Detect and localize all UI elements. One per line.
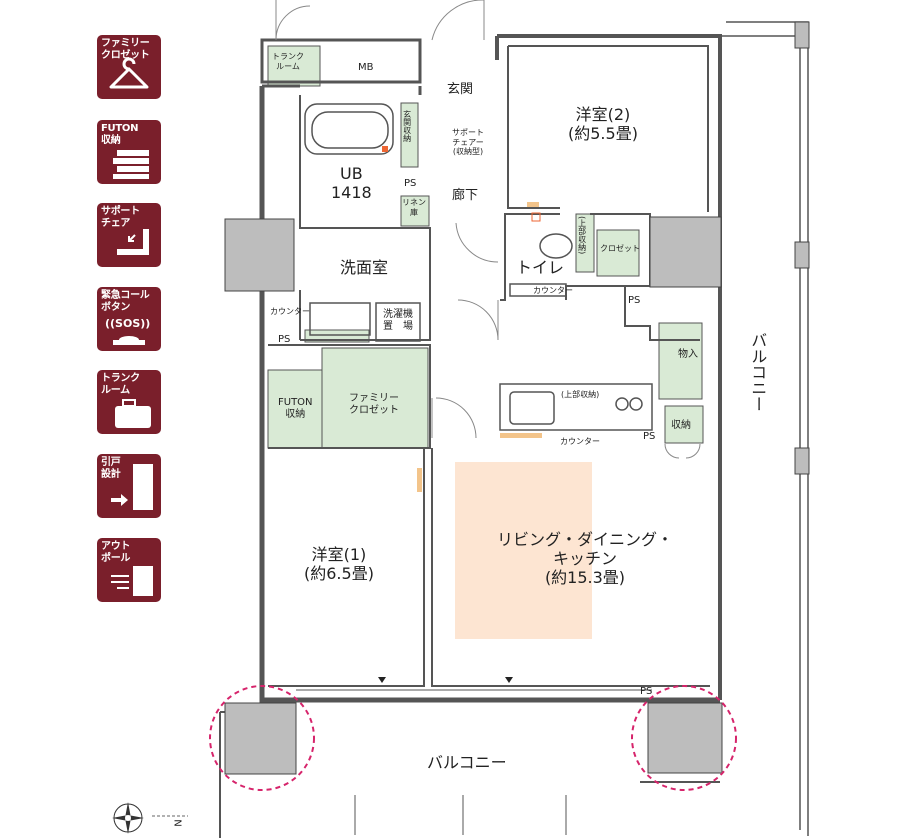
ps-label-wash: PS: [278, 334, 291, 345]
legend-sos: 緊急コール ボタン ((SOS)): [97, 287, 161, 351]
stove-burner: [615, 397, 629, 411]
western2-label: 洋室(2) (約5.5畳): [568, 105, 638, 144]
goods-storage-label: 物入: [678, 349, 698, 360]
doors: [275, 0, 701, 459]
compass-icon: [112, 802, 188, 834]
family-closet-label: ファミリー クロゼット: [349, 393, 399, 416]
columns: [224, 21, 810, 775]
fixtures: [304, 103, 643, 425]
toilet-counter-label: カウンター: [533, 286, 573, 295]
genkan-label: 玄関: [447, 82, 474, 97]
closet-label: クロゼット: [600, 244, 640, 253]
ps-label-kitchen: PS: [643, 431, 656, 442]
support-chair-icon: [117, 229, 149, 255]
outpole-icon: [111, 566, 153, 596]
legend-outpole: アウト ポール: [97, 538, 161, 602]
legend-futon: FUTON 収納: [97, 120, 161, 184]
markers: [378, 146, 542, 683]
linen-label: リネン 庫: [402, 198, 426, 217]
ps-label-balcony: PS: [640, 686, 653, 697]
bathtub: [304, 103, 394, 155]
toilet-upper-storage-label: (上部収納): [577, 216, 587, 255]
balcony-bottom-label: バルコニー: [427, 753, 507, 772]
ps-label-toilet: PS: [628, 295, 641, 306]
kitchen-counter-label: カウンター: [560, 437, 600, 446]
north-label: N: [173, 819, 185, 827]
sliding-door-icon: [111, 464, 153, 510]
legend-support-chair: サポート チェア: [97, 203, 161, 267]
hallway-label: 廊下: [452, 188, 479, 203]
kitchen-sink: [509, 391, 555, 425]
kitchen-upper-storage-label: (上部収納): [561, 390, 600, 399]
toilet-label: トイレ: [516, 258, 565, 277]
ldk-label: リビング・ダイニング・ キッチン (約15.3畳): [497, 530, 674, 588]
hanger-icon: [109, 57, 149, 89]
mb-label: MB: [358, 62, 374, 73]
genkan-storage-label: 玄関収納: [402, 110, 412, 142]
washroom-label: 洗面室: [340, 258, 389, 277]
trunk-icon: [115, 399, 151, 428]
western1-label: 洋室(1) (約6.5畳): [304, 545, 374, 584]
ldk-highlight: [455, 462, 592, 639]
trunk-room-label: トランク ルーム: [272, 52, 304, 71]
sos-button-icon: [113, 336, 145, 345]
washer-label: 洗濯機 置 場: [383, 309, 413, 332]
legend-trunk: トランク ルーム: [97, 370, 161, 434]
support-chair-label: サポート チェアー (収納型): [452, 128, 484, 157]
futon-icon: [113, 150, 149, 179]
legend-sliding-door: 引戸 設計: [97, 454, 161, 518]
toilet-bowl: [539, 233, 573, 259]
ps-label-bath: PS: [404, 178, 417, 189]
storage-label: 収納: [671, 420, 691, 431]
outpole-highlights: [209, 685, 737, 791]
washroom-counter-label: カウンター: [270, 307, 310, 316]
legend-family-closet: ファミリー クロゼット: [97, 35, 161, 99]
ub-label: UB 1418: [331, 164, 372, 203]
balcony-right-label: バルコニー: [748, 332, 768, 412]
futon-label: FUTON 収納: [278, 397, 313, 420]
storage-areas: [267, 45, 704, 449]
sos-label: ((SOS)): [105, 317, 151, 330]
